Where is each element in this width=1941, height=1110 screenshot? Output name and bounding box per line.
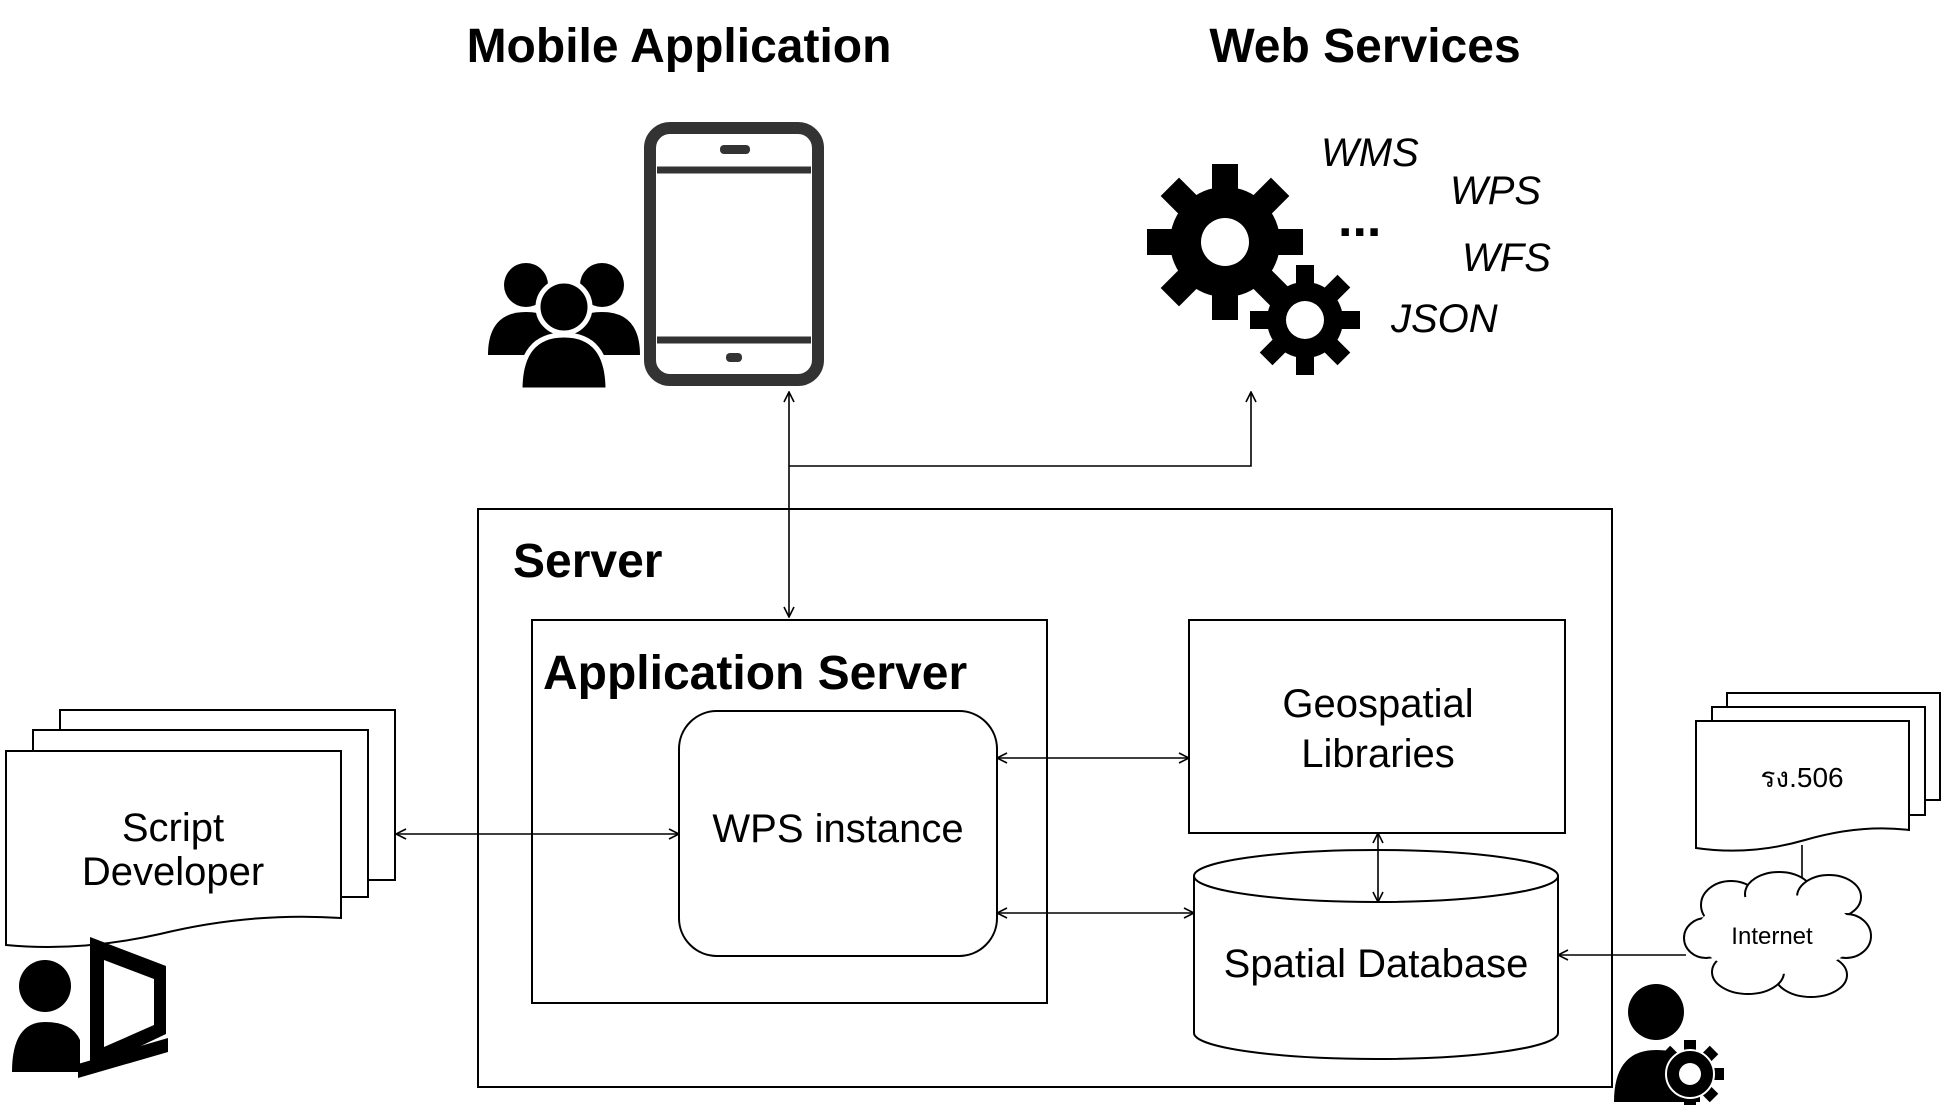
json-label: JSON — [1390, 297, 1498, 341]
application-server-heading: Application Server — [543, 647, 967, 700]
top-connectors — [789, 392, 1251, 617]
geospatial-libraries-label-line2: Libraries — [1301, 732, 1454, 776]
document-stack — [1695, 692, 1941, 852]
server-box — [477, 508, 1613, 1088]
gears-icon — [1147, 164, 1360, 375]
users-icon — [488, 263, 640, 393]
internet-label: Internet — [1731, 923, 1813, 950]
script-developer-document — [5, 709, 396, 948]
document-label: รง.506 — [1760, 762, 1843, 793]
admin-gear-icon — [1614, 984, 1724, 1108]
web-services-heading: Web Services — [1209, 20, 1520, 73]
script-developer-label-line1: Script — [122, 806, 224, 850]
developer-laptop-icon — [12, 937, 168, 1078]
spatial-database-label: Spatial Database — [1224, 942, 1529, 986]
geospatial-libraries-label-line1: Geospatial — [1282, 682, 1473, 726]
mobile-application-heading: Mobile Application — [467, 20, 892, 73]
server-connectors — [396, 758, 1686, 955]
server-heading: Server — [513, 535, 662, 588]
internet-cloud — [1683, 871, 1872, 998]
smartphone-icon — [644, 122, 824, 386]
wfs-label: WFS — [1462, 236, 1551, 280]
geospatial-libraries-box — [1188, 619, 1566, 834]
application-server-box — [531, 619, 1048, 1004]
ellipsis-label: ... — [1338, 190, 1381, 248]
wps-instance-label: WPS instance — [712, 807, 963, 851]
wps-label: WPS — [1450, 169, 1541, 213]
script-developer-label-line2: Developer — [82, 850, 264, 894]
wms-label: WMS — [1321, 131, 1419, 175]
